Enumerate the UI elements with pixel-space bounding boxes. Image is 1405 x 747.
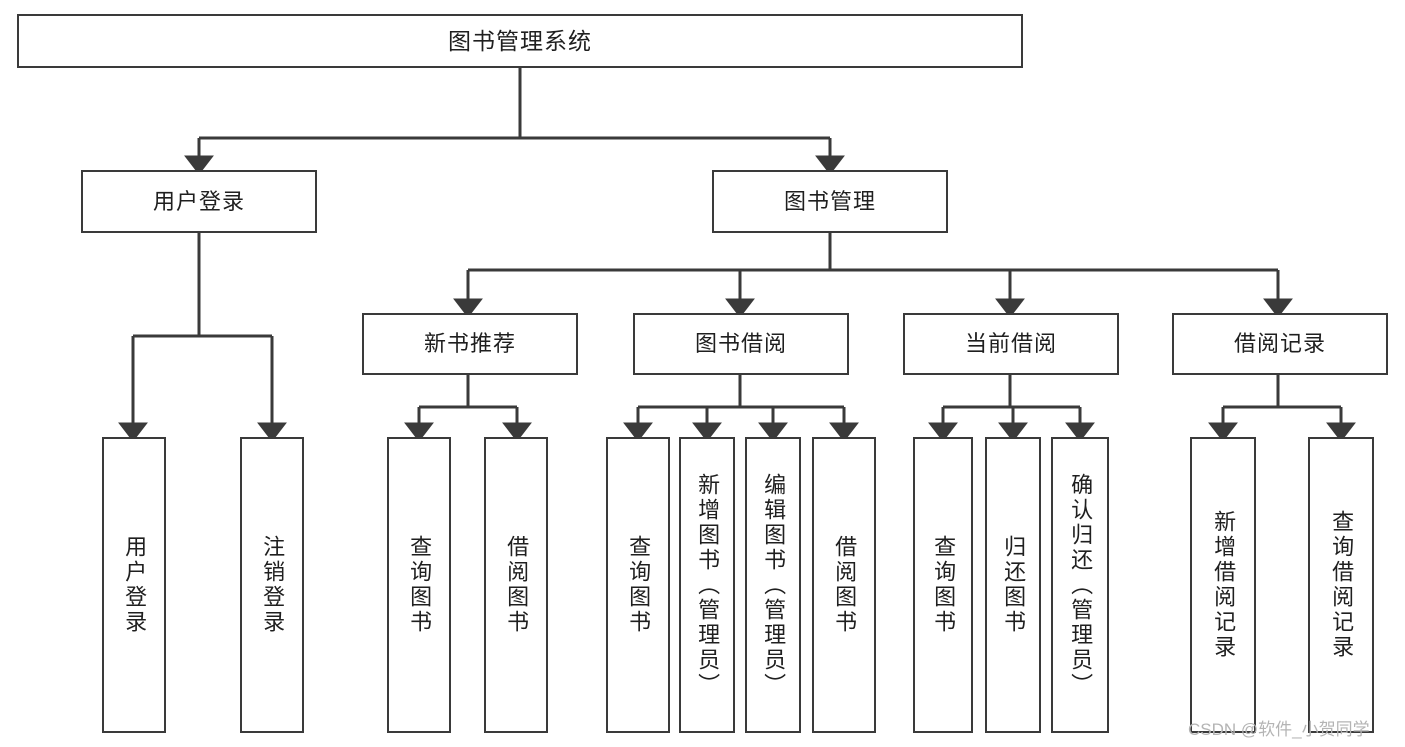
node-book-management[interactable]: 图书管理 [712,170,948,233]
node-current-borrow-label: 当前借阅 [964,331,1057,357]
leaf-node-label: 注销登录 [260,535,286,635]
leaf-node[interactable]: 确认归还（管理员） [1051,437,1109,733]
leaf-node-label: 借阅图书 [504,535,530,635]
leaf-node-label: 查询图书 [407,535,433,635]
leaf-node[interactable]: 查询图书 [913,437,973,733]
node-borrow-record-label: 借阅记录 [1233,331,1326,357]
node-user-login-label: 用户登录 [152,188,245,214]
leaf-node[interactable]: 归还图书 [985,437,1041,733]
leaf-node-label: 查询图书 [931,535,957,635]
node-user-login[interactable]: 用户登录 [81,170,317,233]
leaf-node[interactable]: 注销登录 [240,437,304,733]
leaf-node-label: 新增图书（管理员） [695,472,721,698]
node-current-borrow[interactable]: 当前借阅 [903,313,1119,375]
node-book-borrow[interactable]: 图书借阅 [633,313,849,375]
leaf-node[interactable]: 查询图书 [387,437,451,733]
leaf-node-label: 查询借阅记录 [1329,510,1355,660]
node-book-borrow-label: 图书借阅 [694,331,787,357]
leaf-node-label: 编辑图书（管理员） [761,472,787,698]
leaf-node-label: 查询图书 [626,535,652,635]
node-book-management-label: 图书管理 [783,188,876,214]
leaf-node[interactable]: 用户登录 [102,437,166,733]
leaf-node[interactable]: 查询图书 [606,437,670,733]
leaf-node-label: 新增借阅记录 [1211,510,1237,660]
csdn-watermark: CSDN @软件_小贺同学 [1188,720,1370,739]
node-new-book-recommend-label: 新书推荐 [423,331,516,357]
leaf-node[interactable]: 查询借阅记录 [1308,437,1374,733]
node-new-book-recommend[interactable]: 新书推荐 [362,313,578,375]
leaf-node-label: 用户登录 [122,535,148,635]
leaf-node[interactable]: 新增借阅记录 [1190,437,1256,733]
leaf-node[interactable]: 借阅图书 [484,437,548,733]
node-borrow-record[interactable]: 借阅记录 [1172,313,1388,375]
leaf-node-label: 归还图书 [1001,535,1027,635]
leaf-node[interactable]: 新增图书（管理员） [679,437,735,733]
leaf-node[interactable]: 借阅图书 [812,437,876,733]
node-root-label: 图书管理系统 [448,27,592,54]
leaf-node-label: 借阅图书 [832,535,858,635]
leaf-node[interactable]: 编辑图书（管理员） [745,437,801,733]
leaf-node-label: 确认归还（管理员） [1068,472,1094,698]
node-root[interactable]: 图书管理系统 [17,14,1023,68]
